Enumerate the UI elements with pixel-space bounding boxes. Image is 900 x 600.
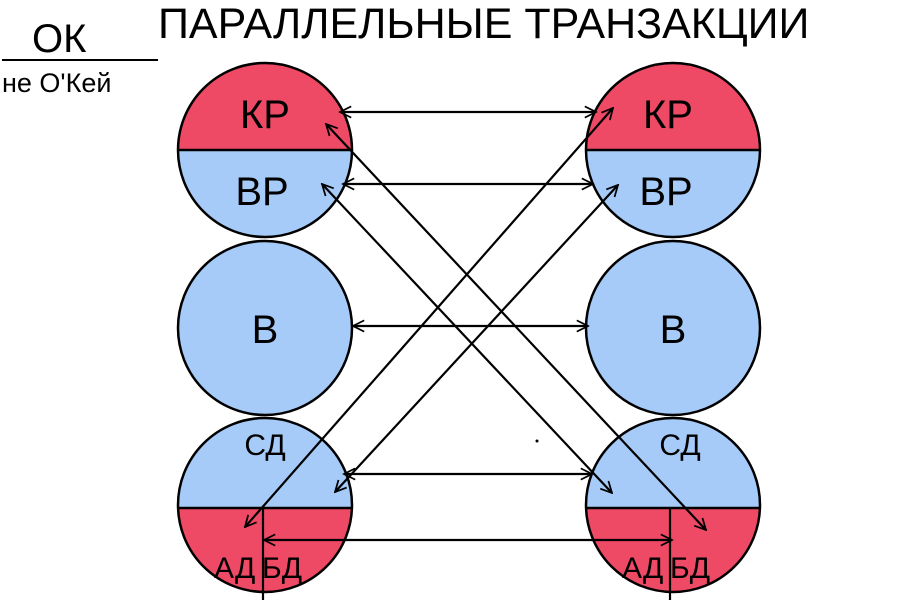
left-vr-label: ВР <box>235 170 288 214</box>
arrow-left-ad-to-right-kr <box>245 108 613 527</box>
left-sd-label: СД <box>244 429 285 462</box>
legend-ok-text: ОК <box>32 17 87 61</box>
right-vr-label: ВР <box>639 170 692 214</box>
left-ad-label: АД <box>214 552 255 585</box>
right-bd-label: БД <box>670 552 710 585</box>
left-kr-label: КР <box>240 93 290 137</box>
left-kr-vr-circle <box>176 61 354 239</box>
legend-not-ok-text: не О'Кей <box>2 68 111 98</box>
right-kr-vr-circle <box>584 61 762 239</box>
right-kr-label: КР <box>643 93 693 137</box>
right-v-label: В <box>660 308 687 352</box>
diagram-title: ПАРАЛЛЕЛЬНЫЕ ТРАНЗАКЦИИ <box>158 0 809 48</box>
right-ad-label: АД <box>622 552 663 585</box>
stray-dot <box>535 439 539 443</box>
arrow-left-vr-to-right-sd <box>322 184 612 493</box>
left-bd-label: БД <box>262 552 302 585</box>
left-v-label: В <box>252 308 279 352</box>
arrow-left-sd-to-right-vr <box>335 185 618 492</box>
right-sd-label: СД <box>659 429 700 462</box>
